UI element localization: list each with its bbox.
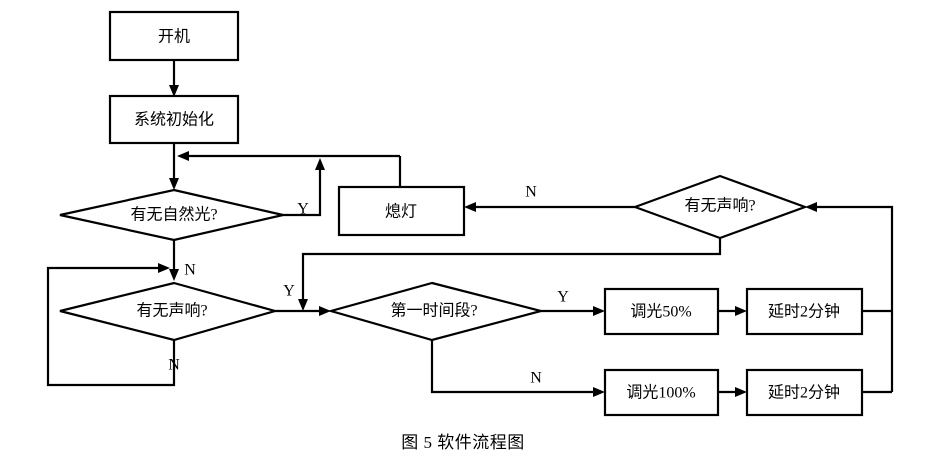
edge-return-rail-to-sound-right (805, 202, 894, 392)
node-first-period-decision[interactable]: 第一时间段? (326, 281, 546, 342)
node-sound-right-label: 有无声响? (684, 197, 755, 215)
node-sound-left-label: 有无声响? (136, 302, 207, 320)
node-start-label: 开机 (158, 28, 190, 46)
node-system-init-label: 系统初始化 (134, 111, 214, 129)
edge-label-first-period-no: N (530, 370, 542, 387)
edge-label-sound-left-yes: Y (283, 283, 295, 300)
node-first-period-label: 第一时间段? (390, 302, 477, 320)
edge-dim50-to-delay-top (718, 306, 747, 316)
node-delay-2min-top[interactable]: 延时2分钟 (745, 287, 864, 336)
node-sound-left-decision[interactable]: 有无声响? (59, 281, 280, 342)
edge-sound-right-yes-to-first-period (298, 238, 722, 311)
edge-sound-right-no-to-lights-off (464, 202, 635, 212)
edge-label-sound-right-no: N (525, 184, 537, 201)
edge-label-sound-left-no: N (168, 357, 180, 374)
edge-feedback-bus-to-main (177, 151, 400, 161)
node-natural-light-decision[interactable]: 有无自然光? (59, 188, 284, 242)
node-delay-2min-top-label: 延时2分钟 (768, 303, 840, 321)
node-dim-50[interactable]: 调光50% (603, 287, 720, 336)
edge-label-natural-light-yes: Y (297, 201, 309, 218)
edge-label-natural-light-no: N (184, 262, 196, 279)
edge-label-first-period-yes: Y (557, 289, 569, 306)
node-delay-2min-bottom-label: 延时2分钟 (768, 384, 840, 402)
node-delay-2min-bottom[interactable]: 延时2分钟 (745, 368, 864, 417)
node-dim-100-label: 调光100% (626, 384, 695, 402)
edge-init-to-natural-light (169, 143, 179, 190)
edge-sound-left-yes-to-first-period (275, 306, 331, 316)
edge-start-to-init (169, 60, 179, 97)
node-dim-50-label: 调光50% (630, 303, 691, 321)
edge-sound-left-no-loop (46, 263, 176, 387)
edge-natural-light-no-to-sound-left (169, 240, 179, 281)
node-start[interactable]: 开机 (108, 10, 240, 62)
node-lights-off[interactable]: 熄灯 (337, 185, 466, 237)
node-sound-right-decision[interactable]: 有无声响? (631, 174, 809, 240)
edge-dim100-to-delay-bottom (718, 387, 747, 397)
edge-first-period-no-to-dim100 (430, 340, 605, 397)
node-system-init[interactable]: 系统初始化 (108, 94, 240, 145)
node-dim-100[interactable]: 调光100% (603, 368, 720, 417)
node-lights-off-label: 熄灯 (385, 203, 417, 221)
node-natural-light-label: 有无自然光? (130, 206, 217, 224)
edge-natural-light-yes-to-feedback-bus (283, 158, 325, 217)
edge-first-period-yes-to-dim50 (541, 306, 605, 316)
figure-caption: 图 5 软件流程图 (401, 433, 525, 452)
